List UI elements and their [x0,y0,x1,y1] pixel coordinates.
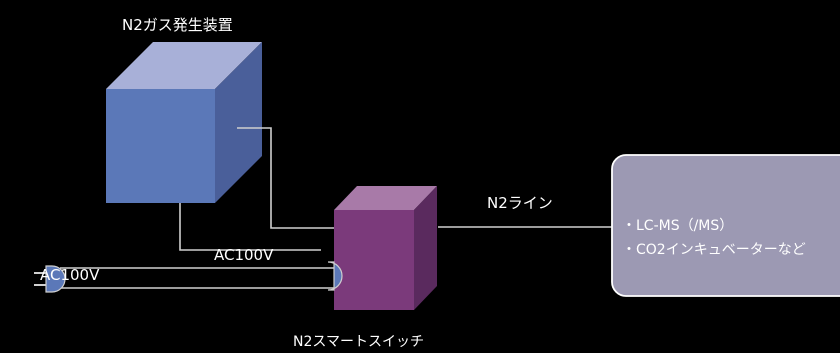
ac-power-label-plug: AC100V [40,266,100,284]
device-item: ・LC-MS（/MS） [622,218,734,234]
n2-smart-switch-cube [334,186,437,310]
power-plug-icon [34,265,66,293]
switch-front-face [334,210,414,310]
generator-label: N2ガス発生装置 [122,16,233,34]
switch-top-face [334,186,437,210]
smart-switch-label: N2スマートスイッチ [293,334,424,350]
generator-side-face [215,42,262,203]
device-item: ・CO2インキュベーターなど [622,242,806,258]
switch-side-face [414,186,437,310]
device-list: ・LC-MS（/MS） ・CO2インキュベーターなど [622,214,806,262]
power-socket-icon [327,261,343,291]
n2-generator-cube [106,42,262,203]
ac-power-label-generator: AC100V [214,246,274,264]
ac-power-line-generator [179,203,321,251]
generator-top-face [106,42,262,89]
generator-front-face [106,89,215,203]
device-panel [611,154,840,297]
n2-gas-pipe [237,127,335,229]
connection-lines [60,127,612,289]
n2-line-label: N2ライン [487,194,553,212]
